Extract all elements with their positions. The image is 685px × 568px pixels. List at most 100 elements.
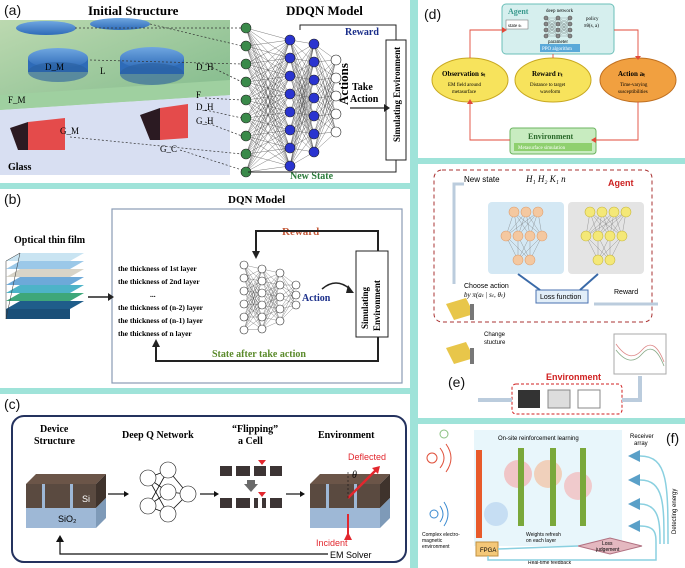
deep-q-network <box>139 461 197 523</box>
complex-env-2: magnetic <box>422 538 443 544</box>
dim-l: L <box>100 66 106 76</box>
layer-n-2: the thickness of (n-2) layer <box>118 303 204 312</box>
network-node <box>291 300 301 310</box>
network-node <box>520 206 532 218</box>
dim-dh1: D_H <box>196 62 214 72</box>
network-node <box>240 22 252 34</box>
network-node <box>284 34 296 46</box>
device-structure-1: Device <box>40 424 69 435</box>
detecting-energy-label: Detecting energy <box>672 489 678 534</box>
network-node <box>555 33 561 39</box>
loss-judgement-2: judgement <box>595 547 620 553</box>
flip-cell-graphic <box>220 460 282 508</box>
dim-fm: F_M <box>8 95 26 105</box>
network-node <box>592 254 604 266</box>
network-node <box>179 485 197 503</box>
loss-judgement-1: Loss <box>602 541 613 547</box>
network-node <box>584 206 596 218</box>
film-layer <box>0 80 230 110</box>
disk-back-mid <box>90 18 150 30</box>
complex-env-1: Complex electro- <box>422 532 460 538</box>
network-node <box>604 230 616 242</box>
network-node <box>308 128 320 140</box>
network-node <box>567 15 573 21</box>
action-node <box>599 57 677 103</box>
action-sub-1: Time-varying <box>620 83 648 88</box>
state-after-label: State after take action <box>212 349 306 360</box>
agent-title-e: Agent <box>608 178 634 188</box>
change-structure-2: stucture <box>484 340 506 346</box>
network-node <box>240 94 252 106</box>
network-node <box>532 206 544 218</box>
weights-1: Weights refresh <box>526 532 561 538</box>
panel-c-label: (c) <box>4 396 21 412</box>
network-node <box>275 268 285 278</box>
panel-f-label: (f) <box>666 430 680 446</box>
grating-right-red <box>160 104 188 140</box>
network-node <box>567 27 573 33</box>
panel-b-figure: DQN Model Optical thin film Reward the t… <box>5 194 403 384</box>
dqn-model-title: DQN Model <box>228 194 285 206</box>
sio2-label: SiO₂ <box>58 514 77 524</box>
receiver-array <box>628 450 640 532</box>
network-node <box>257 300 267 310</box>
reward-sub-1: Distance to target <box>530 83 566 88</box>
metasurface-layer-2 <box>518 448 524 526</box>
flipping-2: a Cell <box>238 436 263 447</box>
layer-2: the thickness of 2nd layer <box>118 277 200 286</box>
disk-back-left <box>16 21 76 35</box>
choose-action-2: by π(aₜ | sₜ, θₜ) <box>464 291 506 299</box>
dim-gm: G_M <box>60 126 79 136</box>
env-title-d: Environment <box>528 132 574 141</box>
dim-dh2: D_H <box>196 102 214 112</box>
incident-label: Incident <box>316 538 348 548</box>
device-structure-2: Structure <box>34 436 75 447</box>
env-sub-d: Metasurface simulation <box>518 146 566 151</box>
loss-function-label: Loss function <box>540 294 581 301</box>
theta-label: θ <box>352 470 357 481</box>
grating-left-dark <box>10 122 28 150</box>
optical-film-label: Optical thin film <box>14 235 86 246</box>
actions-label: Actions <box>336 63 351 105</box>
network-node <box>330 72 342 84</box>
ddqn-network <box>240 22 342 178</box>
grating-left-red <box>28 118 65 150</box>
take-action-line1: Take <box>352 82 373 93</box>
choose-action-1: Choose action <box>464 283 509 290</box>
complex-env-3: environment <box>422 544 450 550</box>
network-node <box>291 290 301 300</box>
sim-env-label-a: Simulating Environment <box>392 47 402 142</box>
structure-cells <box>446 298 474 364</box>
network-node <box>604 254 616 266</box>
metasurface-layer-3 <box>550 448 556 526</box>
network-node <box>596 206 608 218</box>
panel-b: (b) DQN Model Optical thin film Reward t… <box>0 189 410 388</box>
network-node <box>239 286 249 296</box>
network-node <box>543 21 549 27</box>
initial-structure-title: Initial Structure <box>88 3 179 18</box>
glass-label: Glass <box>8 162 31 173</box>
si-label: Si <box>82 494 90 504</box>
network-node <box>240 112 252 124</box>
panel-b-label: (b) <box>4 191 22 207</box>
network-node <box>275 316 285 326</box>
network-node <box>555 27 561 33</box>
agent-network-d <box>543 15 573 39</box>
panel-e-figure: New state H₁ H₂ K₁ n Agent Choose action… <box>433 169 667 415</box>
weights-2: on each layer <box>526 538 556 544</box>
realtime-feedback-label: Real-time feedback <box>528 560 572 566</box>
network-node <box>616 230 628 242</box>
network-node <box>592 230 604 242</box>
change-structure-1: Change <box>484 332 506 338</box>
network-node <box>257 264 267 274</box>
network-node <box>620 206 632 218</box>
receiver-2: array <box>634 441 648 447</box>
network-node <box>139 469 157 487</box>
action-sub-2: susceptibilities <box>618 90 648 95</box>
dim-dm: D_M <box>45 62 64 72</box>
network-node <box>284 160 296 172</box>
network-node <box>257 276 267 286</box>
deep-network-label: deep network <box>546 9 574 14</box>
divider-right-1 <box>418 158 685 164</box>
network-node <box>308 74 320 86</box>
